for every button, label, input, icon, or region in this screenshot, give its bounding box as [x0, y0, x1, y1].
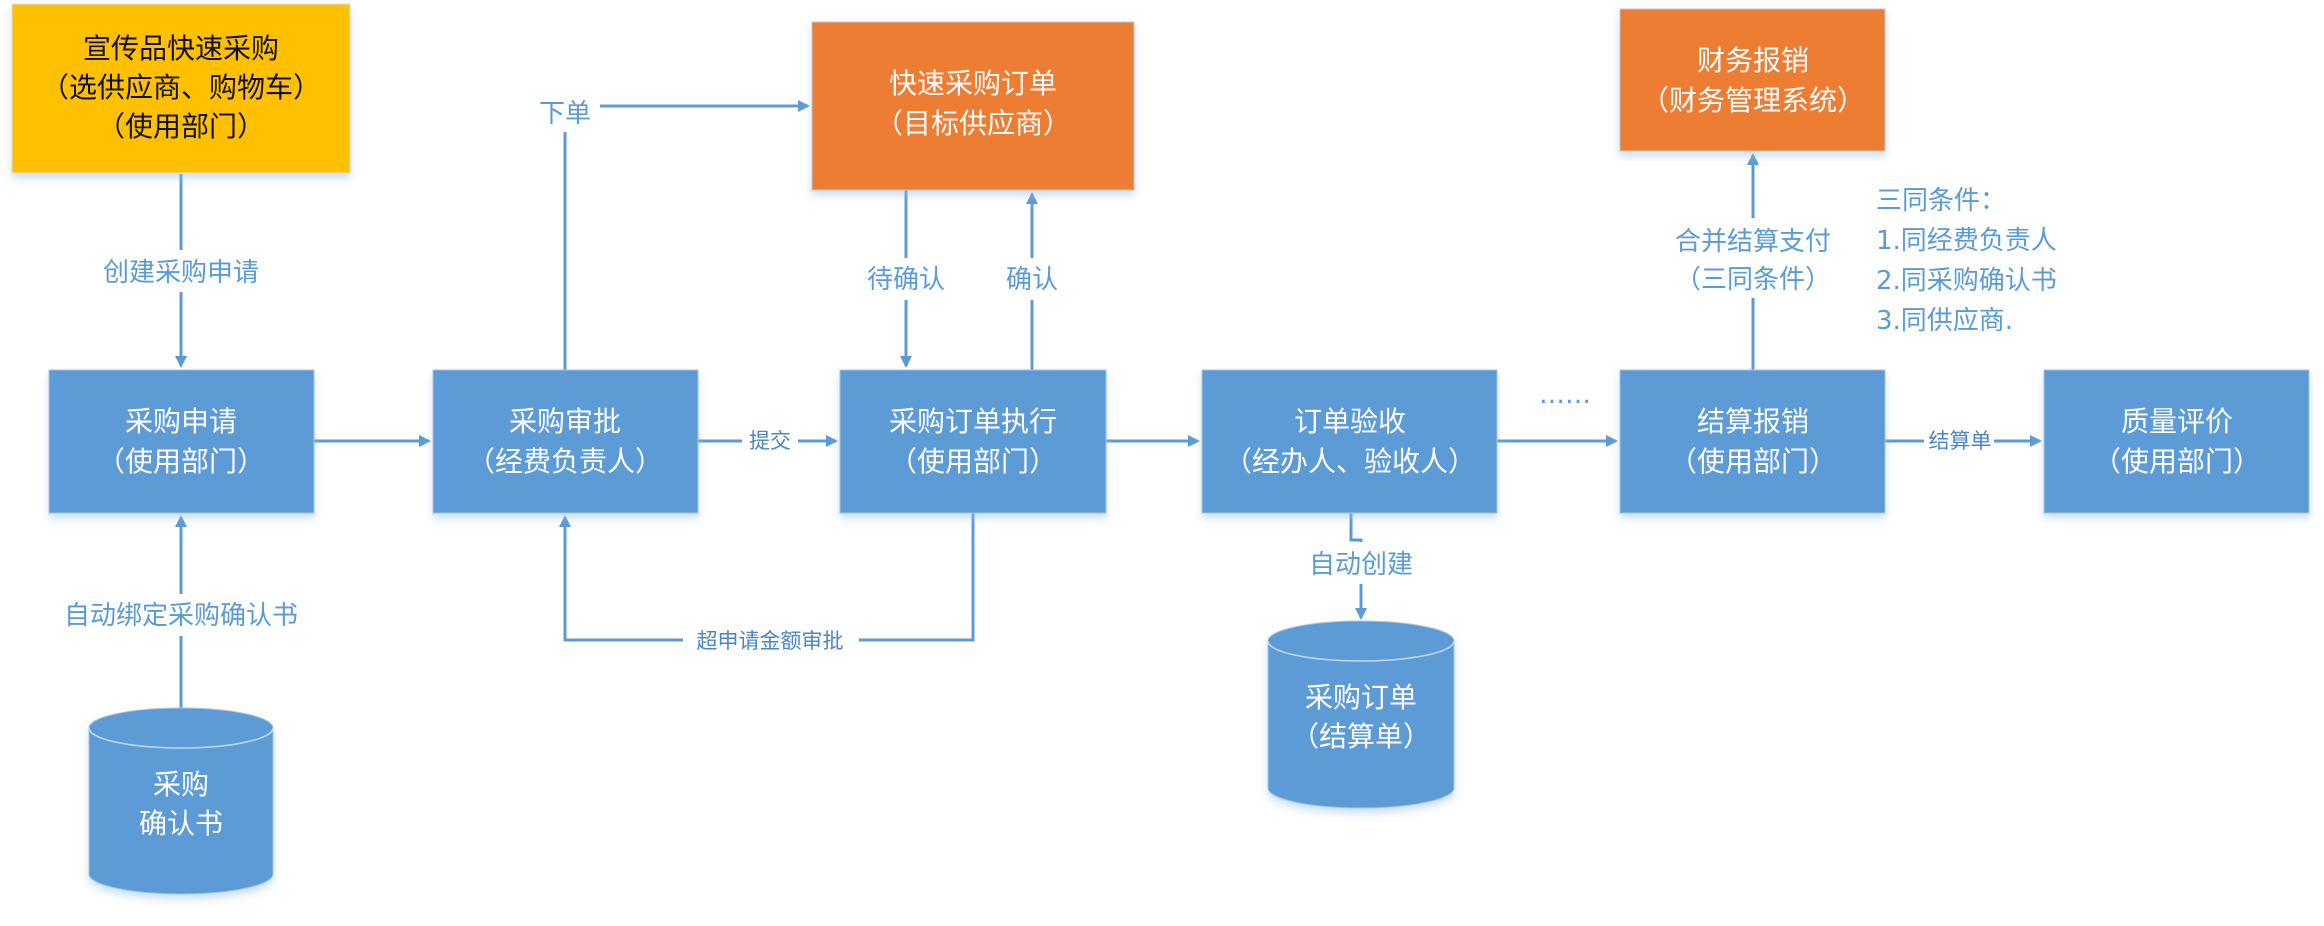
node-settlement[interactable] [1619, 369, 1886, 514]
node-order-db[interactable] [1267, 620, 1455, 809]
edge-label-submit: 提交 [749, 429, 791, 453]
edge-label-create-request: 创建采购申请 [103, 258, 259, 288]
node-quick-order-title: 快速采购订单 [889, 67, 1057, 100]
edge-over-amount [559, 513, 975, 642]
node-order-execution[interactable] [839, 369, 1107, 514]
note-title: 三同条件： [1876, 186, 2006, 216]
edge-label-pending-confirm: 待确认 [867, 265, 945, 295]
node-quick-purchase-title: 宣传品快速采购 [83, 32, 279, 65]
node-quick-order[interactable] [811, 21, 1135, 191]
edge-label-over-amount: 超申请金额审批 [697, 629, 844, 653]
edge-label-auto-create: 自动创建 [1309, 550, 1413, 580]
edge-label-auto-bind: 自动绑定采购确认书 [64, 601, 298, 631]
node-settlement-sub: （使用部门） [1669, 445, 1837, 478]
node-purchase-approval[interactable] [432, 369, 699, 514]
note-item: 3.同供应商. [1876, 306, 2013, 336]
node-order-acceptance-sub: （经办人、验收人） [1224, 445, 1476, 478]
node-settlement-title: 结算报销 [1697, 405, 1809, 438]
node-purchase-approval-sub: （经费负责人） [467, 445, 663, 478]
node-order-acceptance[interactable] [1201, 369, 1498, 514]
edge-label-merge-pay-line2: （三同条件） [1675, 265, 1831, 295]
node-order-acceptance-title: 订单验收 [1294, 405, 1406, 438]
edge-place-order [563, 100, 810, 370]
node-quality-eval-sub: （使用部门） [2093, 445, 2261, 478]
node-quality-eval-title: 质量评价 [2121, 405, 2233, 438]
node-order-db-line2: （结算单） [1291, 720, 1431, 753]
node-quick-order-sub: （目标供应商） [875, 107, 1071, 140]
node-order-execution-title: 采购订单执行 [889, 405, 1057, 438]
node-quality-eval[interactable] [2043, 369, 2310, 514]
node-confirmation-db-line2: 确认书 [139, 807, 223, 840]
note-item: 1.同经费负责人 [1876, 226, 2057, 256]
node-finance-title: 财务报销 [1697, 44, 1809, 77]
node-finance-sub: （财务管理系统） [1641, 84, 1865, 117]
note-three-conditions: 三同条件： 1.同经费负责人 2.同采购确认书 3.同供应商. [1876, 186, 2057, 336]
edge-label-confirm: 确认 [1006, 265, 1058, 295]
node-order-execution-sub: （使用部门） [889, 445, 1057, 478]
edge-label-merge-pay-line1: 合并结算支付 [1675, 227, 1831, 257]
node-purchase-approval-title: 采购审批 [509, 405, 621, 438]
node-quick-purchase[interactable] [11, 3, 351, 174]
node-confirmation-db[interactable] [88, 707, 274, 895]
node-quick-purchase-sub2: （使用部门） [97, 110, 265, 143]
edge-label-settlement-doc: 结算单 [1929, 429, 1992, 453]
edge-label-place-order: 下单 [539, 99, 591, 129]
node-order-db-line1: 采购订单 [1305, 681, 1417, 714]
node-purchase-request[interactable] [48, 369, 315, 514]
node-confirmation-db-line1: 采购 [153, 768, 209, 801]
node-quick-purchase-sub1: （选供应商、购物车） [41, 71, 321, 104]
note-item: 2.同采购确认书 [1876, 266, 2057, 296]
node-finance[interactable] [1619, 8, 1886, 152]
edge-label-ellipsis: …… [1539, 380, 1591, 410]
node-purchase-request-title: 采购申请 [125, 405, 237, 438]
node-purchase-request-sub: （使用部门） [97, 445, 265, 478]
